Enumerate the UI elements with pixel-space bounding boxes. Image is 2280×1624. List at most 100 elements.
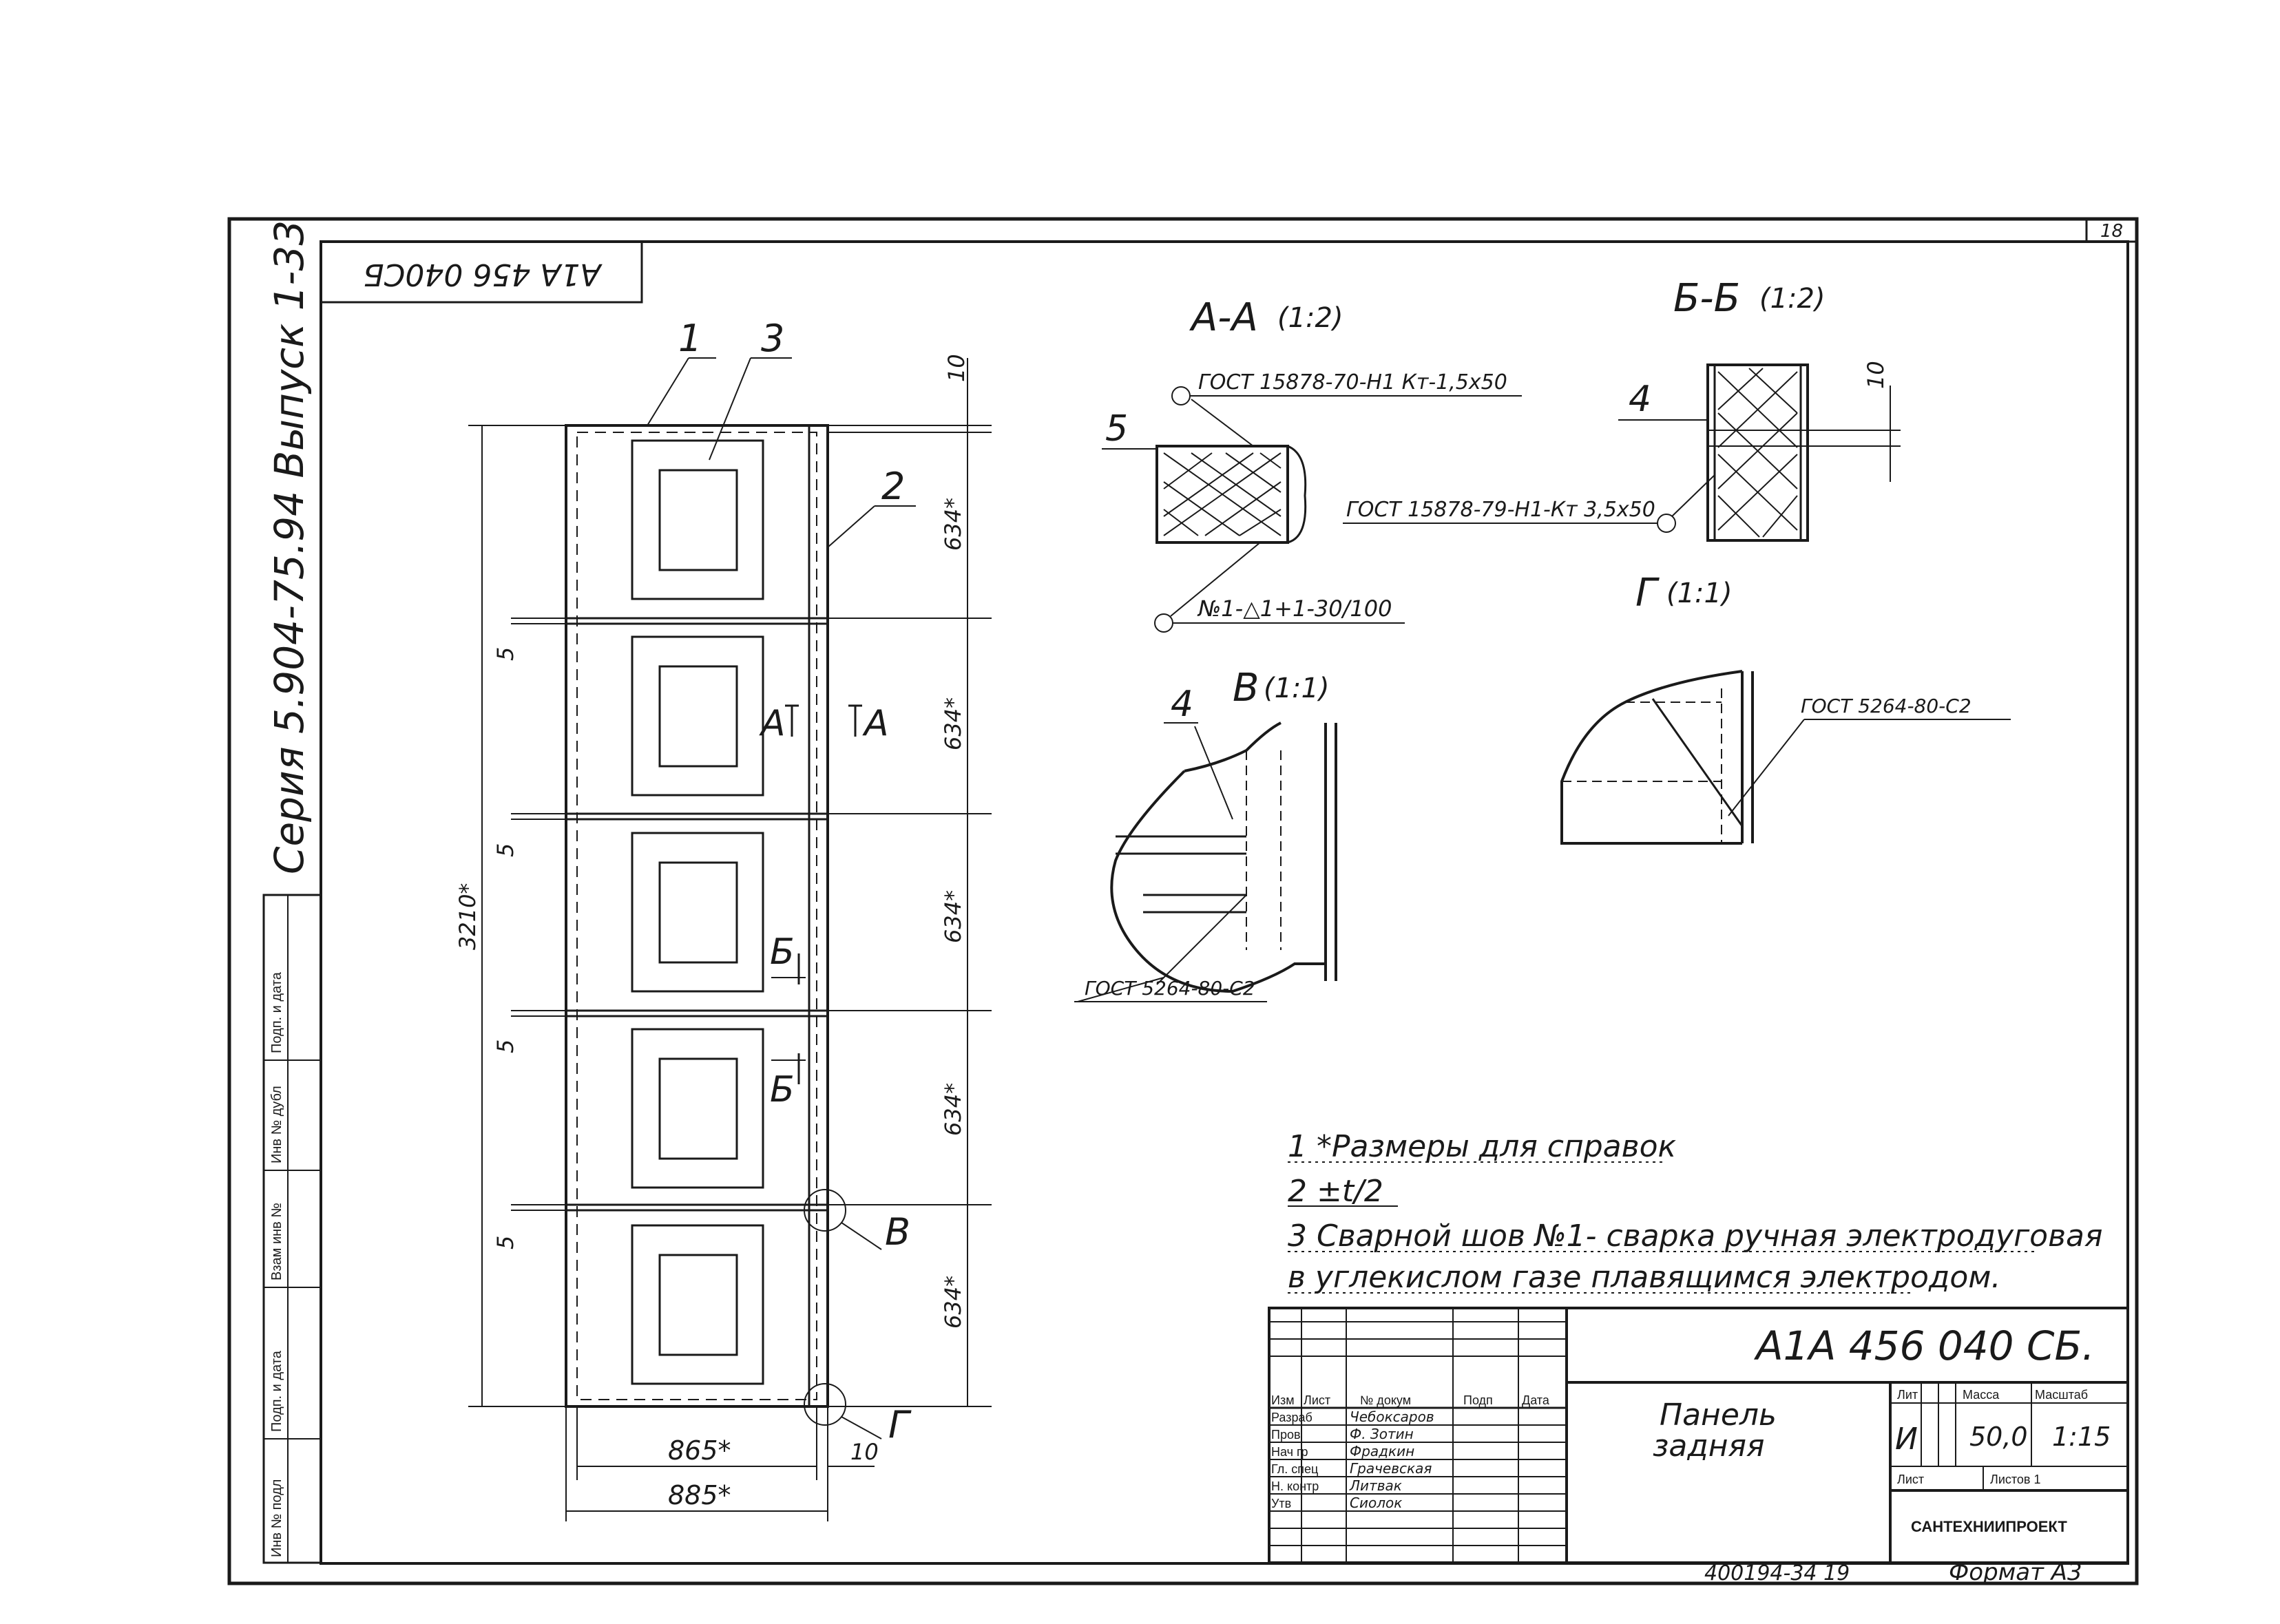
view-g-scale: (1:1) [1666, 578, 1733, 609]
tb-header-date: Дата [1522, 1393, 1550, 1407]
note-4: в углекислом газе плавящимся электродом. [1288, 1260, 2000, 1295]
callout-3: 3 [761, 317, 784, 360]
dim-height-4: 634* [940, 1083, 966, 1136]
tb-name-line2: задняя [1653, 1428, 1765, 1464]
tb-role-5: Н. контр [1271, 1479, 1319, 1493]
section-mark-a-left: А [759, 703, 786, 744]
side-stamp: Подп. и дата Инв № дубл Взам инв № Подп.… [262, 894, 322, 1564]
tb-name-1: Чебоксаров [1350, 1409, 1434, 1425]
section-aa-scale: (1:2) [1277, 302, 1343, 334]
panel-view: 1 3 2 А А Б Б В Г 10 634* 634* 634* 634*… [454, 317, 992, 1521]
tb-role-6: Утв [1271, 1497, 1291, 1510]
section-aa-rivet-note: ГОСТ 15878-70-Н1 Кт-1,5х50 [1198, 370, 1507, 394]
tb-header-sign: Подп [1463, 1393, 1493, 1407]
panel-inner-dashed [576, 432, 817, 1400]
detail-mark-g: Г [888, 1403, 912, 1446]
tb-sheets-label: Листов 1 [1990, 1473, 2041, 1486]
tb-role-2: Пров [1271, 1428, 1301, 1442]
page-number: 18 [2100, 221, 2123, 242]
dim-height-3: 634* [940, 890, 966, 943]
section-aa-callout: 5 [1105, 408, 1128, 450]
section-bb-dim: 10 [1863, 361, 1889, 389]
tb-header-izm: Изм [1271, 1393, 1295, 1407]
section-mark-b-bottom: Б [770, 1069, 795, 1110]
dim-gap-3: 5 [492, 1040, 519, 1053]
section-bb-scale: (1:2) [1759, 283, 1826, 315]
section-aa-weld-note: №1-△1+1-30/100 [1197, 595, 1392, 622]
panel-outline [565, 424, 829, 1408]
section-mark-a-right: А [862, 703, 889, 744]
tb-name-4: Грачевская [1350, 1460, 1432, 1477]
section-aa-body [1155, 445, 1289, 544]
tb-name-5: Литвак [1349, 1477, 1402, 1494]
bottom-code: 400194-34 19 [1704, 1561, 1850, 1585]
tb-mass-header: Масса [1963, 1388, 2000, 1402]
tb-header-doc: № докум [1360, 1393, 1411, 1407]
page-number-box [2085, 218, 2138, 243]
stamp-label-3: Взам инв № [269, 1203, 284, 1280]
dim-width-outer: 885* [668, 1480, 731, 1510]
section-aa-title: А-А [1189, 295, 1258, 340]
dim-height-2: 634* [940, 697, 966, 750]
tb-header-list: Лист [1304, 1393, 1330, 1407]
dim-gap-4: 5 [492, 1236, 519, 1249]
tb-organization: САНТЕХНИИПРОЕКТ [1911, 1518, 2067, 1535]
section-bb-rivet-note: ГОСТ 15878-79-Н1-Кт 3,5х50 [1346, 498, 1655, 522]
dim-gap-2: 5 [492, 843, 519, 857]
tb-role-1: Разраб [1271, 1411, 1312, 1424]
tb-sheet-label: Лист [1897, 1473, 1924, 1486]
detail-mark-v: В [885, 1210, 910, 1254]
tb-name-3: Фрадкин [1350, 1443, 1414, 1459]
tb-name-2: Ф. Зотин [1350, 1426, 1414, 1442]
stamp-label-1: Подп. и дата [269, 971, 284, 1053]
format-label: Формат А3 [1949, 1559, 2082, 1586]
tb-role-3: Нач гр [1271, 1445, 1308, 1459]
doc-code-box [320, 240, 643, 304]
note-2: 2 ±t/2 [1288, 1174, 1383, 1209]
tb-scale-header: Масштаб [2035, 1388, 2088, 1402]
view-v-callout: 4 [1171, 684, 1193, 725]
notes: 1 *Размеры для справок 2 ±t/2 3 Сварной … [1288, 1129, 2102, 1295]
view-g: Г (1:1) ГОСТ 5264-80-С2 [1560, 571, 2011, 845]
tb-designation: А1А 456 040 СБ. [1753, 1322, 2095, 1369]
tb-lit-header: Лит [1897, 1388, 1918, 1402]
dim-width-inner: 865* [668, 1435, 731, 1466]
tb-mass-value: 50,0 [1969, 1422, 2028, 1452]
section-bb-body [1706, 363, 1809, 542]
view-g-title: Г [1635, 571, 1660, 615]
dim-total-height: 3210* [454, 883, 481, 950]
view-v-title: В [1233, 666, 1259, 710]
section-bb-callout: 4 [1629, 379, 1651, 420]
detail-circle-g [804, 1383, 846, 1426]
note-1: 1 *Размеры для справок [1288, 1129, 1676, 1164]
series-text: Серия 5.904-75.94 Выпуск 1-33 [266, 220, 313, 874]
dim-bottom: 10 [850, 1439, 879, 1465]
stamp-label-4: Подп. и дата [269, 1350, 284, 1432]
section-bb: Б-Б (1:2) 10 4 ГОСТ 15878-79-Н1-Кт 3,5х5… [1343, 276, 1901, 542]
stamp-label-5: Инв № подл [269, 1479, 284, 1557]
view-g-weld-note: ГОСТ 5264-80-С2 [1801, 695, 1972, 717]
tb-role-4: Гл. спец [1271, 1462, 1318, 1476]
tb-name-line1: Панель [1660, 1398, 1777, 1433]
dim-top: 10 [943, 354, 970, 382]
dim-height-5: 634* [940, 1276, 966, 1329]
section-mark-b-top: Б [770, 931, 795, 973]
view-v-weld-note: ГОСТ 5264-80-С2 [1085, 977, 1255, 1000]
outer-frame [227, 217, 2139, 1585]
title-block: А1А 456 040 СБ. Панель задняя Изм Лист №… [1268, 1307, 2129, 1564]
view-v-scale: (1:1) [1264, 673, 1330, 704]
stamp-label-2: Инв № дубл [269, 1086, 284, 1163]
view-v: В (1:1) 4 ГОСТ 5264-80-С2 [1074, 666, 1337, 1002]
section-aa: А-А (1:2) 5 ГОСТ 15878-70-Н1 Кт-1,5х50 №… [1102, 295, 1522, 633]
dim-height-1: 634* [940, 498, 966, 551]
detail-circle-v [804, 1189, 846, 1232]
doc-code-rotated: А1А 456 040СБ [363, 257, 603, 292]
tb-name-6: Сиолок [1350, 1495, 1402, 1511]
dim-gap-1: 5 [492, 647, 519, 661]
tb-scale-value: 1:15 [2052, 1422, 2111, 1452]
section-bb-title: Б-Б [1673, 276, 1740, 321]
callout-2: 2 [881, 465, 905, 508]
callout-1: 1 [678, 317, 702, 360]
note-3: 3 Сварной шов №1- сварка ручная электрод… [1288, 1219, 2102, 1254]
